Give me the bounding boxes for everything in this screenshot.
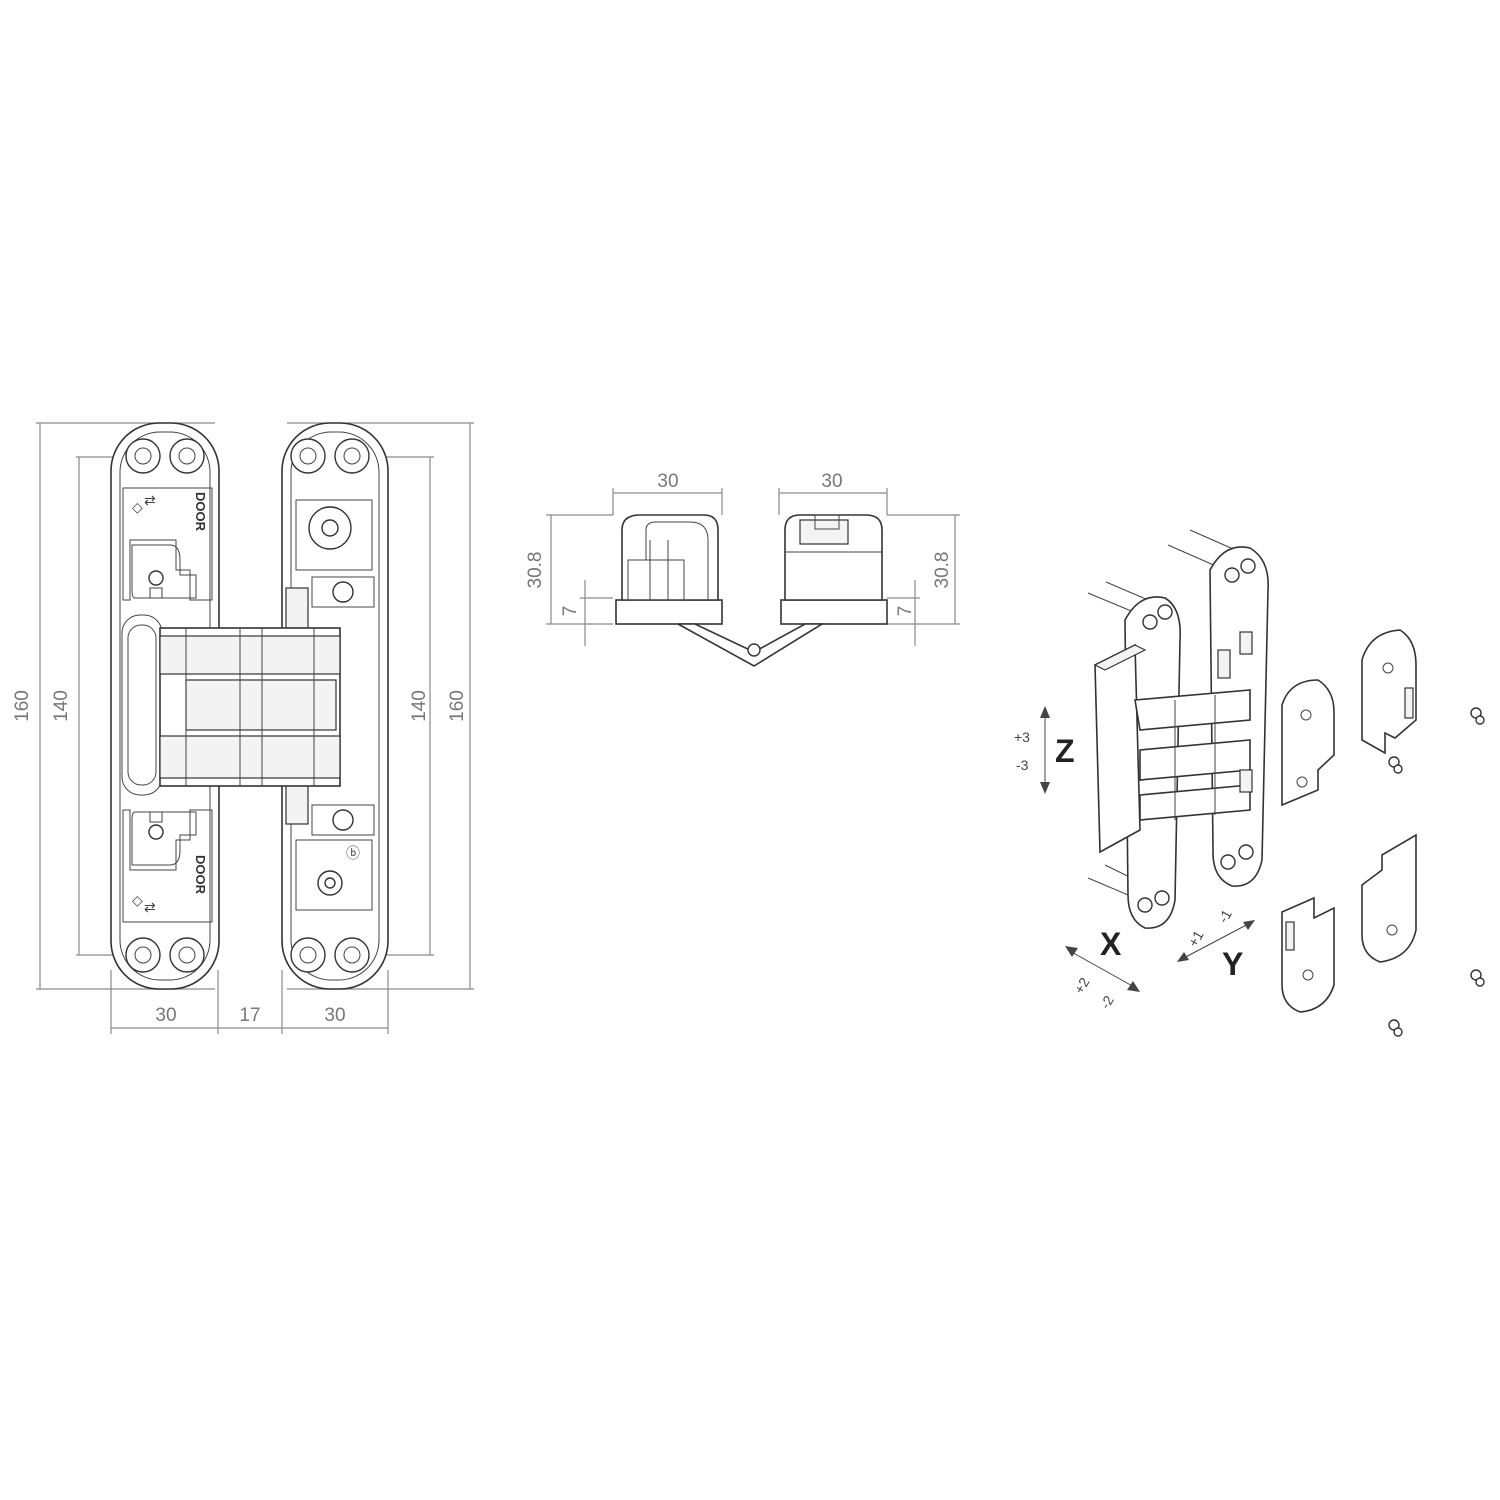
side-view: 30 30 30.8 30.8 7 7: [525, 471, 960, 667]
front-gap: 17: [239, 1005, 260, 1026]
cover-plate-1: [1281, 679, 1335, 807]
front-view: 160 140 140 160 30 17 30: [12, 422, 474, 1034]
svg-text:⇄: ⇄: [144, 492, 156, 508]
iso-body: [1093, 631, 1253, 854]
iso-loose-screws: [1388, 707, 1485, 1037]
svg-text:⇄: ⇄: [144, 899, 156, 915]
cover-plate-4: [1281, 896, 1335, 1013]
front-inner-height-left: 140: [51, 690, 72, 722]
z-minus-label: -3: [1016, 757, 1029, 773]
side-dimensions: 30 30 30.8 30.8 7 7: [525, 471, 960, 646]
svg-text:ⓑ: ⓑ: [346, 845, 360, 861]
side-base-left: 7: [560, 606, 581, 617]
side-base-right: 7: [895, 606, 916, 617]
iso-cover-plates: [1281, 629, 1417, 1013]
front-width-right: 30: [324, 1005, 345, 1026]
hinge-arms: [159, 627, 341, 787]
z-axis-label: Z: [1055, 733, 1075, 769]
y-axis-label: Y: [1222, 946, 1243, 982]
x-axis-label: X: [1100, 926, 1122, 962]
front-overall-height-right: 160: [447, 690, 468, 722]
cover-plate-2: [1361, 629, 1417, 755]
side-width-left: 30: [657, 471, 678, 492]
z-adjustment: +3 -3 Z: [1014, 706, 1075, 794]
isometric-view: +3 -3 Z X +2 -2 Y +1 -1: [1014, 529, 1485, 1037]
x-adjustment: X +2 -2: [1065, 926, 1140, 1012]
side-left-block: [615, 514, 723, 625]
front-overall-height-left: 160: [12, 690, 33, 722]
svg-text:◇: ◇: [132, 892, 143, 908]
svg-text:◇: ◇: [132, 499, 143, 515]
door-label-bottom: DOOR: [193, 855, 208, 895]
front-dimensions: 160 140 140 160 30 17 30: [12, 422, 474, 1034]
front-inner-height-right: 140: [409, 690, 430, 722]
side-right-block: [780, 514, 888, 625]
side-width-right: 30: [821, 471, 842, 492]
side-height-left: 30.8: [525, 552, 546, 589]
side-pivot-link: [677, 623, 825, 667]
x-minus-label: -2: [1097, 993, 1117, 1012]
door-label-top: DOOR: [193, 492, 208, 532]
y-minus-label: -1: [1215, 907, 1235, 926]
y-adjustment: Y +1 -1: [1177, 907, 1255, 982]
z-plus-label: +3: [1014, 729, 1030, 745]
x-plus-label: +2: [1071, 974, 1093, 996]
y-plus-label: +1: [1185, 927, 1207, 949]
side-height-right: 30.8: [932, 552, 953, 589]
cover-plate-3: [1361, 833, 1417, 963]
front-width-left: 30: [155, 1005, 176, 1026]
